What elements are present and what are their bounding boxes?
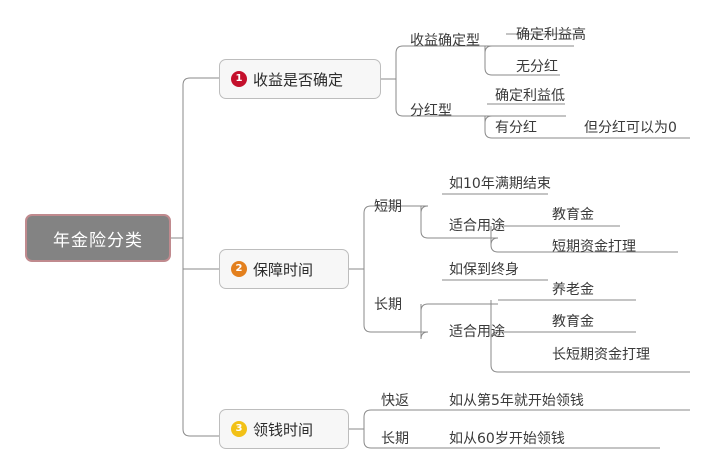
- label-you-fenhong[interactable]: 有分红: [495, 120, 537, 136]
- branch-1-label: 收益是否确定: [253, 70, 344, 89]
- label-ru-baodao-zhongshen[interactable]: 如保到终身: [449, 262, 519, 278]
- label-fenhong-note[interactable]: 但分红可以为0: [584, 120, 677, 136]
- branch-3-badge: 3: [231, 421, 247, 437]
- label-wu-fenhong[interactable]: 无分红: [516, 59, 558, 75]
- label-ru-cong-di5nian[interactable]: 如从第5年就开始领钱: [449, 393, 584, 409]
- branch-node-2[interactable]: 2 保障时间: [219, 249, 349, 289]
- label-shouyi-queding-xing[interactable]: 收益确定型: [410, 33, 480, 49]
- label-ru-cong-60sui[interactable]: 如从60岁开始领钱: [449, 431, 565, 447]
- root-node[interactable]: 年金险分类: [25, 214, 171, 262]
- root-node-label: 年金险分类: [53, 230, 143, 251]
- label-duanqi[interactable]: 短期: [374, 199, 402, 215]
- label-yanglao-jin[interactable]: 养老金: [552, 282, 594, 298]
- branch-2-label: 保障时间: [253, 260, 314, 279]
- label-changduanqi-zijin-dali[interactable]: 长短期资金打理: [552, 347, 650, 363]
- label-shihe-yongtu-duanqi[interactable]: 适合用途: [449, 218, 505, 234]
- label-fenhong-xing[interactable]: 分红型: [410, 103, 452, 119]
- label-ru-10nian-manqi-jieshu[interactable]: 如10年满期结束: [449, 176, 551, 192]
- branch-node-1[interactable]: 1 收益是否确定: [219, 59, 381, 99]
- label-changqi-lingqian[interactable]: 长期: [381, 431, 409, 447]
- branch-3-label: 领钱时间: [253, 420, 314, 439]
- label-shihe-yongtu-changqi[interactable]: 适合用途: [449, 324, 505, 340]
- label-jiaoyu-jin-duanqi[interactable]: 教育金: [552, 207, 594, 223]
- label-queding-liyi-di[interactable]: 确定利益低: [495, 88, 565, 104]
- branch-1-badge: 1: [231, 71, 247, 87]
- branch-2-badge: 2: [231, 261, 247, 277]
- branch-node-3[interactable]: 3 领钱时间: [219, 409, 349, 449]
- label-kuaifan[interactable]: 快返: [381, 393, 409, 409]
- label-queding-liyi-gao[interactable]: 确定利益高: [516, 27, 586, 43]
- label-duanqi-zijin-dali[interactable]: 短期资金打理: [552, 239, 636, 255]
- label-changqi-baozhang[interactable]: 长期: [374, 297, 402, 313]
- label-jiaoyu-jin-changqi[interactable]: 教育金: [552, 314, 594, 330]
